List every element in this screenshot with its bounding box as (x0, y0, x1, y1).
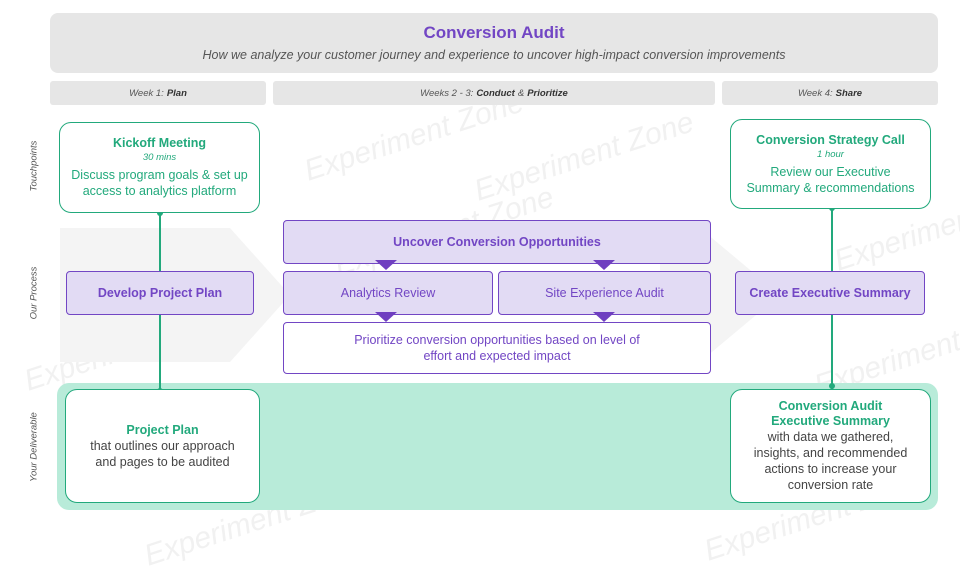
connector-dot (157, 210, 163, 216)
strategy-call-title: Conversion Strategy Call (756, 132, 905, 147)
executive-summary-line-1: with data we gathered, (767, 430, 894, 444)
row-label-touchpoints-text: Touchpoints (28, 140, 40, 192)
create-executive-summary-box: Create Executive Summary (735, 271, 925, 315)
develop-project-plan-label: Develop Project Plan (97, 286, 223, 300)
prioritize-box: Prioritize conversion opportunities base… (283, 322, 711, 374)
kickoff-desc-line-1: Discuss program goals & set up (71, 168, 248, 182)
strategy-call-desc-line-2: Summary & recommendations (746, 180, 915, 195)
week-2-3-prefix: Weeks 2 - 3: (420, 87, 474, 99)
executive-summary-title-line-1: Conversion Audit (778, 399, 883, 413)
page-title: Conversion Audit (423, 23, 565, 42)
project-plan-line-1: that outlines our approach (90, 438, 235, 453)
create-executive-summary-label: Create Executive Summary (749, 286, 911, 300)
watermark: Experiment Zone (470, 105, 698, 208)
row-label-process-text: Our Process (28, 266, 40, 320)
connector-dot (829, 383, 835, 389)
prioritize-line-2: effort and expected impact (423, 349, 571, 363)
kickoff-title: Kickoff Meeting (112, 136, 207, 150)
week-1-phase: Plan (166, 87, 187, 99)
page-subtitle: How we analyze your customer journey and… (202, 48, 786, 62)
executive-summary-card: Conversion Audit Executive Summary with … (730, 389, 931, 503)
strategy-call-desc-line-1: Review our Executive (770, 164, 891, 179)
uncover-opportunities-label: Uncover Conversion Opportunities (393, 235, 601, 249)
arrow-down-icon (375, 312, 397, 322)
project-plan-line-2: and pages to be audited (95, 454, 230, 469)
executive-summary-title-line-2: Executive Summary (771, 414, 890, 428)
row-label-deliverable-text: Your Deliverable (28, 412, 40, 482)
prioritize-line-1: Prioritize conversion opportunities base… (354, 333, 640, 347)
arrow-down-icon (375, 260, 397, 270)
arrow-down-icon (593, 260, 615, 270)
week-2-3-phase-prioritize: Prioritize (527, 87, 568, 99)
project-plan-title: Project Plan (126, 422, 199, 437)
executive-summary-line-2: insights, and recommended (753, 446, 908, 460)
analytics-review-box: Analytics Review (283, 271, 493, 315)
week-1-prefix: Week 1: (129, 87, 164, 99)
week-1-bar: Week 1: Plan (50, 81, 266, 105)
arrow-down-icon (593, 312, 615, 322)
site-experience-audit-label: Site Experience Audit (545, 286, 664, 300)
week-4-phase: Share (835, 87, 863, 99)
executive-summary-line-3: actions to increase your (764, 462, 897, 476)
week-2-3-bar: Weeks 2 - 3: Conduct & Prioritize (273, 81, 715, 105)
header-panel: Conversion Audit How we analyze your cus… (50, 13, 938, 73)
project-plan-card: Project Plan that outlines our approach … (65, 389, 260, 503)
week-4-bar: Week 4: Share (722, 81, 938, 105)
kickoff-meeting-card: Kickoff Meeting 30 mins Discuss program … (59, 122, 260, 213)
week-2-3-phase-conduct: Conduct (476, 87, 515, 99)
kickoff-desc-line-2: access to analytics platform (82, 184, 237, 198)
uncover-opportunities-box: Uncover Conversion Opportunities (283, 220, 711, 264)
executive-summary-line-4: conversion rate (787, 478, 874, 492)
develop-project-plan-box: Develop Project Plan (66, 271, 254, 315)
strategy-call-card: Conversion Strategy Call 1 hour Review o… (730, 119, 931, 209)
strategy-call-duration: 1 hour (817, 148, 844, 160)
site-experience-audit-box: Site Experience Audit (498, 271, 711, 315)
week-2-3-joiner: & (517, 87, 525, 99)
kickoff-duration: 30 mins (142, 152, 177, 163)
week-4-prefix: Week 4: (797, 87, 833, 99)
analytics-review-label: Analytics Review (340, 286, 436, 300)
